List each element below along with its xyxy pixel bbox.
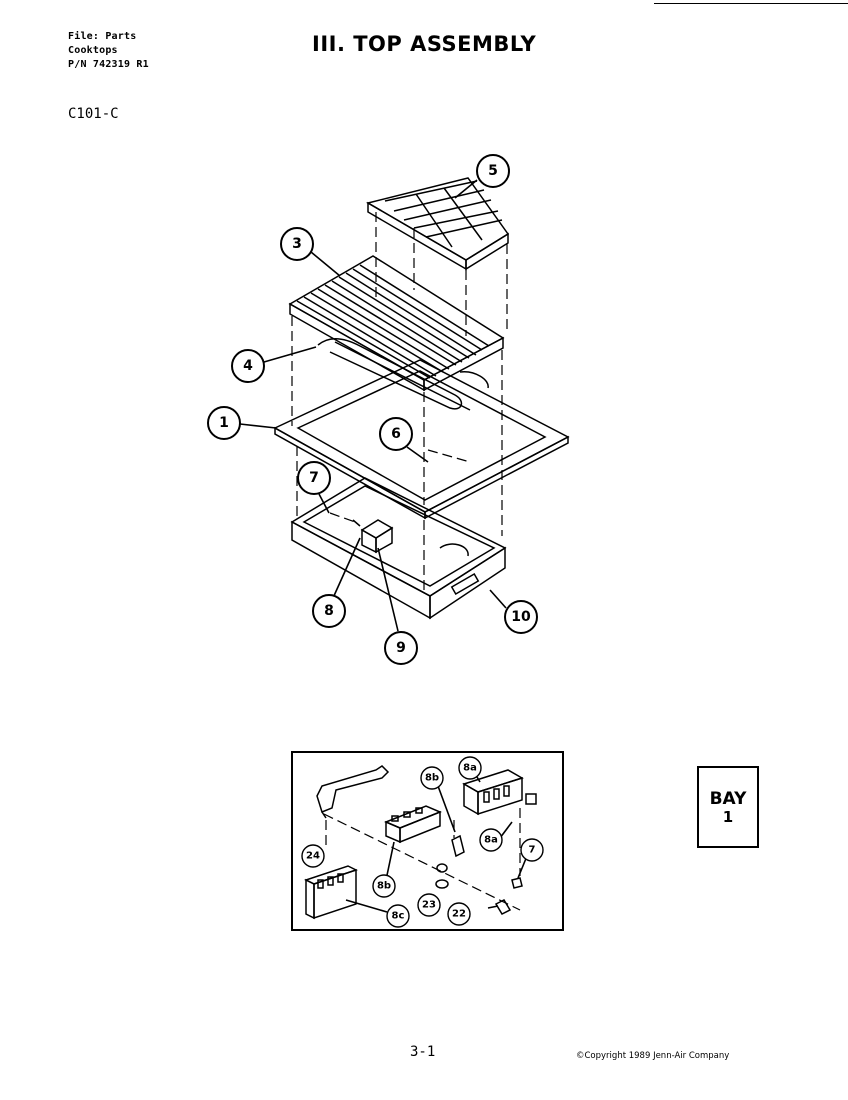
svg-text:24: 24 <box>306 851 320 862</box>
grill-grate-3-drawing <box>288 255 505 392</box>
alignment-lines <box>291 212 508 594</box>
detail-callout-7: 7 <box>520 838 544 862</box>
detail-callout-8c: 8c <box>386 904 410 928</box>
detail-callout-8b-bottom: 8b <box>372 874 396 898</box>
callout-1: 1 <box>207 406 241 440</box>
svg-text:22: 22 <box>452 909 466 920</box>
category-line: Cooktops <box>68 45 118 56</box>
heating-element-4-drawing <box>317 338 489 411</box>
callout-7: 7 <box>297 461 331 495</box>
callout-9: 9 <box>384 631 418 665</box>
callout-8: 8 <box>312 594 346 628</box>
bay-label-box: BAY 1 <box>697 766 759 848</box>
svg-text:4: 4 <box>243 358 253 374</box>
part-number-line: P/N 742319 R1 <box>68 59 149 70</box>
detail-callout-23: 23 <box>417 893 441 917</box>
svg-text:6: 6 <box>391 426 401 442</box>
callout-pointers <box>239 179 507 632</box>
detail-callout-22: 22 <box>447 902 471 926</box>
callout-6: 6 <box>379 417 413 451</box>
copyright-notice: ©Copyright 1989 Jenn-Air Company <box>576 1051 730 1061</box>
svg-text:8a: 8a <box>463 763 477 774</box>
model-number: C101-C <box>68 106 119 122</box>
detail-callout-8a-top: 8a <box>458 756 482 780</box>
svg-text:5: 5 <box>488 163 498 179</box>
svg-text:9: 9 <box>396 640 406 656</box>
file-line: File: Parts <box>68 31 137 42</box>
svg-text:7: 7 <box>529 845 536 856</box>
grille-5-drawing <box>366 177 510 271</box>
bay-label: BAY <box>709 789 747 809</box>
top-edge-line <box>654 3 848 4</box>
svg-text:3: 3 <box>292 236 302 252</box>
svg-text:7: 7 <box>309 470 319 486</box>
svg-text:8b: 8b <box>377 881 391 892</box>
svg-text:8b: 8b <box>425 773 439 784</box>
callout-10: 10 <box>504 600 538 634</box>
detail-callout-24: 24 <box>301 844 325 868</box>
top-panel-1-drawing <box>273 359 570 520</box>
page-number: 3-1 <box>410 1044 436 1060</box>
svg-text:8c: 8c <box>392 911 405 922</box>
bay-number: 1 <box>722 808 734 826</box>
detail-callout-8b-top: 8b <box>420 766 444 790</box>
svg-text:10: 10 <box>511 609 531 625</box>
callout-3: 3 <box>280 227 314 261</box>
svg-text:23: 23 <box>422 900 436 911</box>
detail-callout-8a-right: 8a <box>479 828 503 852</box>
file-info: File: Parts Cooktops P/N 742319 R1 <box>68 30 149 72</box>
detail-inset <box>291 751 564 931</box>
callout-4: 4 <box>231 349 265 383</box>
svg-text:8: 8 <box>324 603 334 619</box>
switch-block-drawing <box>352 519 394 554</box>
svg-text:8a: 8a <box>484 835 498 846</box>
callout-5: 5 <box>476 154 510 188</box>
page-title: III. TOP ASSEMBLY <box>312 32 537 56</box>
svg-text:1: 1 <box>219 415 229 431</box>
